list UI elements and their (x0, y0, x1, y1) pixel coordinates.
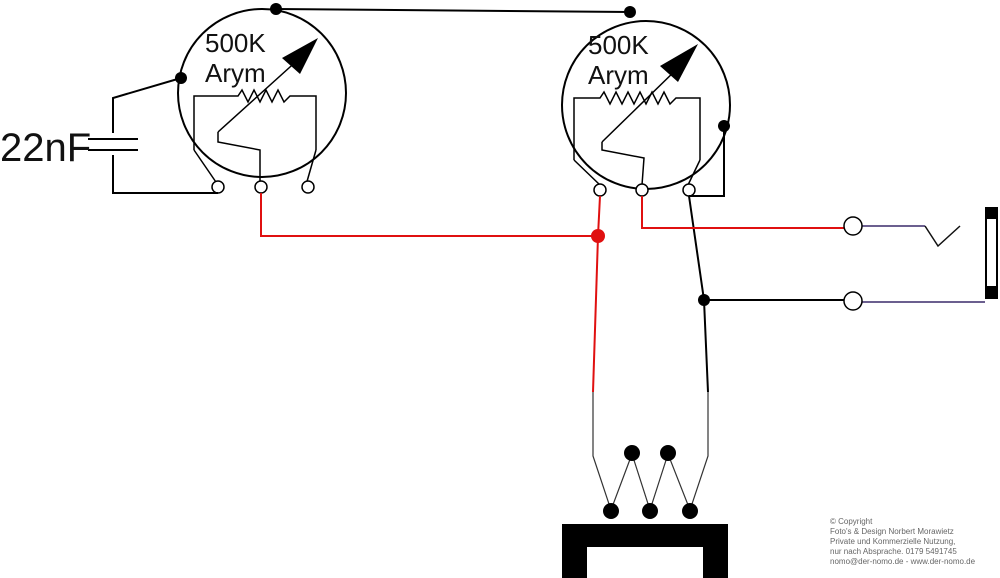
pot-left-value: 500K (205, 28, 266, 58)
pot-right-type: Arym (588, 60, 649, 90)
jack-sleeve-contact (843, 291, 863, 311)
solder-joint (624, 6, 636, 18)
solder-joint (698, 294, 710, 306)
copyright-line: nur nach Absprache. 0179 5491745 (830, 547, 957, 556)
capacitor-label: 22nF (0, 126, 91, 170)
lug-left-3 (301, 180, 315, 194)
copyright-line: © Copyright (830, 517, 873, 526)
solder-joint (175, 72, 187, 84)
lug-left-2 (254, 180, 268, 194)
lug-right-2 (635, 183, 649, 197)
pot-left-type: Arym (205, 58, 266, 88)
jack-tip-contact (843, 216, 863, 236)
potentiometer-right: 500K Arym (561, 20, 731, 197)
resistor-icon (573, 90, 701, 160)
pot-right-value: 500K (588, 30, 649, 60)
arrow-head-icon (282, 38, 318, 74)
lug-right-3 (682, 183, 696, 197)
lug-left-1 (211, 180, 225, 194)
solder-joint (591, 229, 605, 243)
capacitor-icon (88, 138, 138, 151)
wiper-arrow (601, 65, 681, 143)
copyright-line: nomo@der-nomo.de - www.der-nomo.de (830, 557, 976, 566)
potentiometer-left: 500K Arym (177, 8, 347, 194)
copyright-line: Private und Kommerzielle Nutzung, (830, 537, 956, 546)
pickup-icon (562, 392, 728, 578)
output-jack-icon (843, 207, 998, 311)
resistor-icon (193, 88, 317, 150)
solder-joint (270, 3, 282, 15)
arrow-head-icon (660, 44, 698, 82)
lug-right-1 (593, 183, 607, 197)
solder-joint (718, 120, 730, 132)
wiper-arrow (217, 57, 301, 133)
hot-wires (260, 193, 850, 393)
copyright-line: Foto's & Design Norbert Morawietz (830, 527, 954, 536)
copyright-notice: © Copyright Foto's & Design Norbert Mora… (830, 517, 998, 567)
